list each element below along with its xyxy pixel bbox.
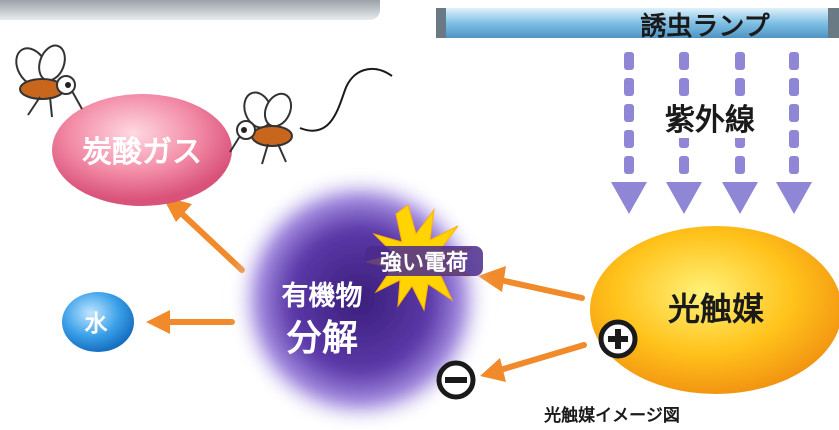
water-label: 水 <box>85 311 109 337</box>
caption: 光触媒イメージ図 <box>543 405 680 426</box>
co2-label: 炭酸ガス <box>82 135 202 170</box>
strong-charge-backdrop <box>365 246 483 276</box>
device-frame <box>0 0 380 20</box>
organic-line1: 有機物 <box>282 281 363 312</box>
photocatalyst-label: 光触媒 <box>668 290 765 328</box>
flight-path <box>299 67 393 132</box>
uv-arrow <box>611 52 647 214</box>
mosquito-icon <box>15 44 83 118</box>
water-drop <box>62 292 134 352</box>
co2-blob <box>52 94 232 206</box>
strong-charge-label: 強い電荷 <box>380 250 468 276</box>
minus-charge-icon <box>436 360 476 400</box>
uv-label: 紫外線 <box>665 103 755 138</box>
arrow-organic-to-co2 <box>162 196 245 273</box>
mosquito-icon <box>229 91 293 165</box>
uv-label-backdrop <box>650 98 768 138</box>
uv-arrows <box>611 52 812 214</box>
organic-line2: 分解 <box>286 318 358 359</box>
arrow-catalyst-to-charge <box>478 266 585 301</box>
arrow-organic-to-water <box>146 310 235 334</box>
photocatalyst-blob <box>590 226 839 394</box>
plus-charge-icon <box>598 319 638 359</box>
lamp-tube <box>436 8 839 38</box>
arrow-catalyst-to-minus <box>480 342 587 382</box>
lamp-label: 誘虫ランプ <box>640 12 770 42</box>
uv-arrow <box>776 52 812 214</box>
flow-arrows <box>146 196 587 382</box>
